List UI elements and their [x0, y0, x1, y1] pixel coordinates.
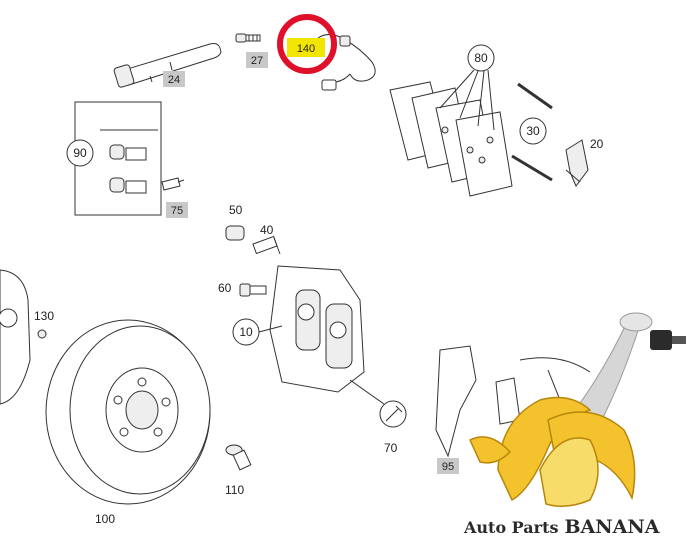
- dust-cap-part-50[interactable]: [225, 225, 245, 241]
- callout-75: 75: [171, 205, 183, 217]
- callout-90: 90: [73, 146, 87, 160]
- callout-140: 140: [297, 43, 315, 55]
- callout-tag-27: [246, 52, 268, 68]
- brand-wordmark: BANANA: [564, 516, 659, 538]
- callout-ring-30: [519, 117, 547, 145]
- callout-80: 80: [474, 51, 488, 65]
- callout-24: 24: [168, 74, 180, 86]
- callout-10: 10: [239, 325, 253, 339]
- callout-95: 95: [442, 461, 454, 473]
- highlight-ring: [277, 14, 337, 74]
- disc-screw-part-110[interactable]: [225, 444, 252, 471]
- guide-bolt-part-24[interactable]: [113, 43, 222, 88]
- callout-100: 100: [95, 512, 115, 526]
- banana-logo-icon: [469, 396, 636, 507]
- callout-ring-80: [467, 44, 495, 72]
- callout-30: 30: [526, 124, 540, 138]
- wrench-icon: [379, 400, 407, 428]
- callout-130: 130: [34, 309, 54, 323]
- brake-disc-part-100[interactable]: [45, 319, 211, 505]
- callout-20: 20: [590, 137, 604, 151]
- callout-tag-75: [166, 202, 188, 218]
- callout-50: 50: [229, 203, 243, 217]
- retaining-pins-part-30[interactable]: [511, 82, 553, 182]
- callout-40: 40: [260, 223, 274, 237]
- brand-prefix: Auto Parts: [463, 518, 558, 537]
- callout-60: 60: [218, 281, 232, 295]
- callout-tag-24: [163, 71, 185, 87]
- highlight-label-140: [287, 38, 325, 57]
- callout-110: 110: [225, 483, 244, 497]
- wheel-hub-partial: [0, 269, 31, 405]
- spring-clip-part-20[interactable]: [565, 139, 589, 187]
- small-bolt-part-130[interactable]: [37, 329, 47, 339]
- brand-name: Auto Parts BANANA: [463, 516, 660, 538]
- callout-70: 70: [384, 441, 398, 455]
- bracket-kit-part-95[interactable]: [435, 345, 591, 458]
- brake-pads-part-80[interactable]: [389, 81, 513, 197]
- bleed-screw-part-75[interactable]: [161, 177, 185, 191]
- callout-ring-90: [66, 139, 94, 167]
- wear-sensor-part-140[interactable]: [317, 34, 376, 91]
- callout-tag-95: [437, 458, 459, 474]
- caliper-bolt-part-60[interactable]: [239, 283, 267, 297]
- bleeder-valve-part-40[interactable]: [252, 235, 281, 255]
- brake-caliper-part-10[interactable]: [269, 265, 365, 393]
- callout-27: 27: [251, 55, 263, 67]
- screw-part-27[interactable]: [235, 33, 261, 43]
